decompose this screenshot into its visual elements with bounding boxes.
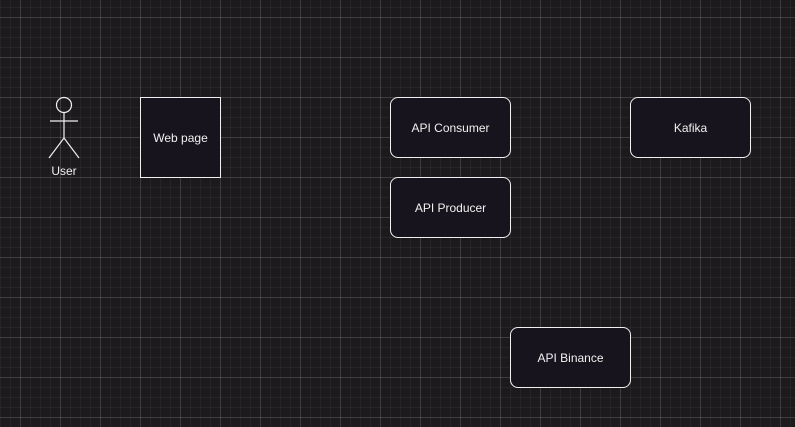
api-producer-label: API Producer [414,200,487,215]
web-page-node[interactable]: Web page [140,97,221,178]
api-producer-node[interactable]: API Producer [390,177,511,238]
web-page-label: Web page [153,130,208,145]
api-binance-label: API Binance [537,350,604,365]
api-consumer-node[interactable]: API Consumer [390,97,511,158]
api-binance-node[interactable]: API Binance [510,327,631,388]
user-actor[interactable]: User [43,95,85,185]
user-label: User [51,164,77,178]
kafika-label: Kafika [673,120,708,135]
stick-figure-icon [48,96,80,159]
kafika-node[interactable]: Kafika [630,97,751,158]
api-consumer-label: API Consumer [411,120,490,135]
